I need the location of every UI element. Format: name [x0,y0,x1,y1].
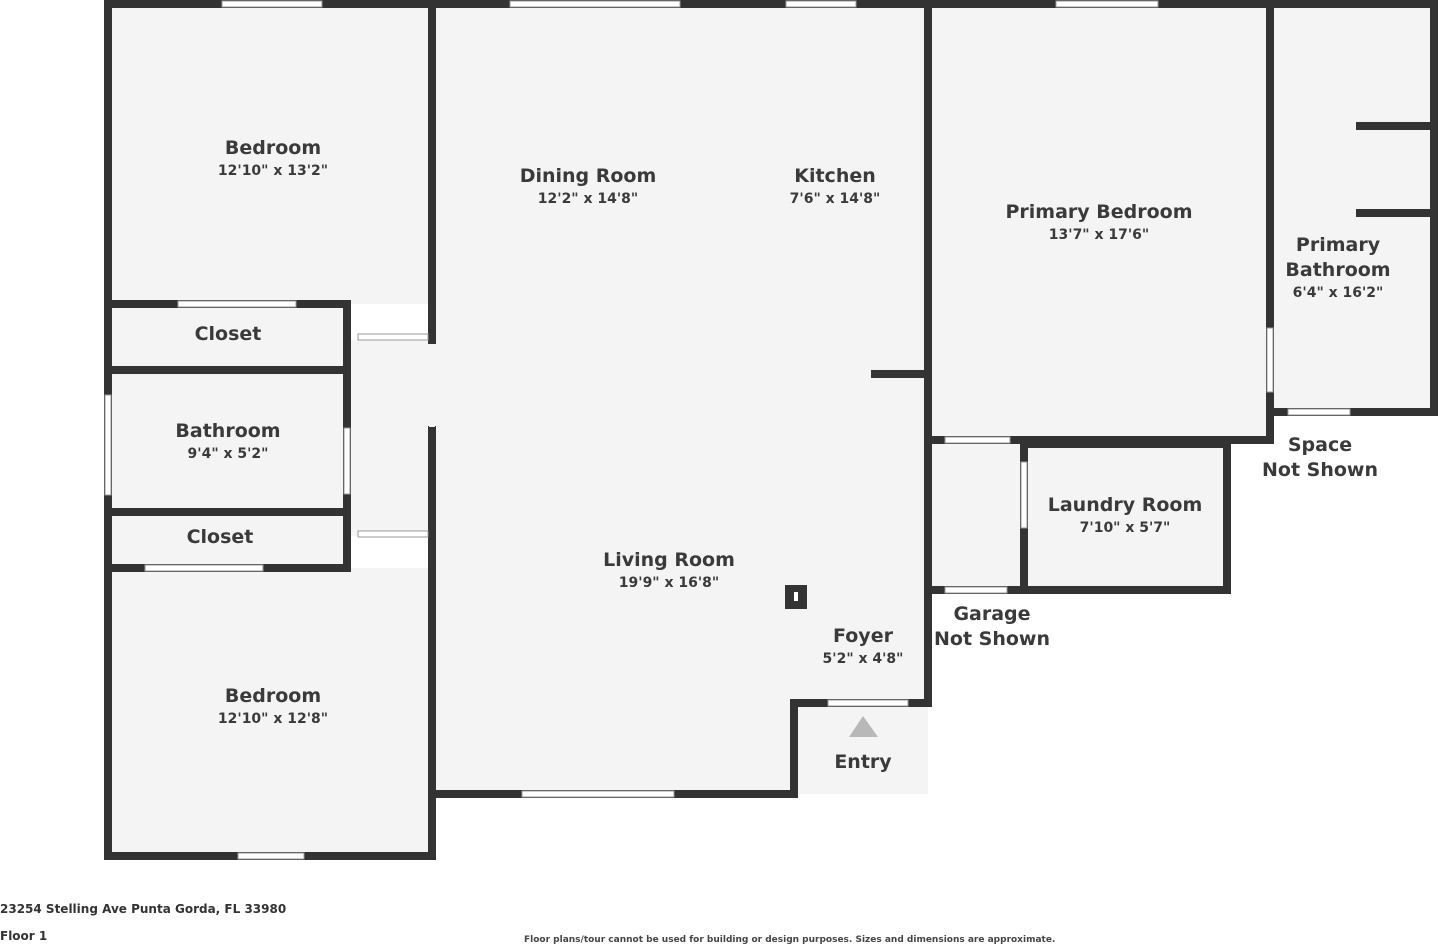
exterior-label: Not Shown [934,628,1050,650]
floor-bedroom-bottom [109,568,432,856]
property-address: 23254 Stelling Ave Punta Gorda, FL 33980 [0,902,287,916]
floor-hall-right [928,440,1024,590]
window [1266,327,1274,393]
room-name: Bedroom [225,137,321,159]
floor-foyer [792,535,928,703]
floor-left-rooms [109,304,347,568]
floor-fills [109,8,1434,856]
room-name: Dining Room [520,165,657,187]
floor-bedroom-top [109,8,432,304]
wall-outer-top [104,0,1438,416]
room-dims: 7'10" x 5'7" [1080,520,1171,536]
room-labels: Bedroom 12'10" x 13'2" Closet Bathroom 9… [175,137,1390,773]
room-name: Laundry Room [1048,494,1203,516]
window [104,394,112,496]
exterior-label: Garage [953,603,1030,625]
window [785,0,857,8]
floor-primary-bedroom [928,8,1270,440]
exterior-label: Space [1288,434,1352,456]
room-name: Living Room [603,549,735,571]
room-name: Primary Bedroom [1005,201,1192,223]
window [1020,461,1028,529]
windows [104,0,1351,860]
room-dims: 7'6" x 14'8" [790,191,881,207]
floor-laundry [1024,444,1227,590]
room-dims: 12'10" x 13'2" [218,163,328,179]
room-name: Foyer [833,625,894,647]
room-dims: 9'4" x 5'2" [188,446,269,462]
column-fixture-inner [794,592,798,601]
room-dims: 19'9" x 16'8" [619,575,719,591]
window [944,436,1011,444]
window [144,564,264,572]
window [944,586,1008,594]
room-name: Closet [195,323,262,345]
window [827,699,909,707]
window [509,0,681,8]
room-name: Closet [187,526,254,548]
room-dims: 5'2" x 4'8" [823,651,904,667]
window [177,300,297,308]
wall-laundry [1020,440,1231,594]
openings [429,345,435,427]
window [357,333,429,341]
window [221,0,323,8]
window [357,530,429,538]
room-dims: 12'2" x 14'8" [538,191,638,207]
room-name: Kitchen [794,165,876,187]
room-dims: 13'7" x 17'6" [1049,227,1149,243]
window [237,852,305,860]
disclaimer-text: Floor plans/tour cannot be used for buil… [524,935,1056,945]
opening-hall-top [429,345,435,427]
window [1055,0,1159,8]
room-name: Bathroom [1285,259,1390,281]
window [521,790,675,798]
room-dims: 6'4" x 16'2" [1293,285,1384,301]
room-name: Primary [1296,234,1381,256]
exterior-label: Not Shown [1262,459,1378,481]
room-name: Bathroom [175,420,280,442]
floor-label: Floor 1 [0,929,48,943]
entry-label: Entry [834,751,892,773]
entry-arrow-icon [849,716,878,737]
room-name: Bedroom [225,685,321,707]
window [1287,408,1351,416]
room-dims: 12'10" x 12'8" [218,711,328,727]
floor-hall [347,340,432,536]
window [343,427,351,495]
